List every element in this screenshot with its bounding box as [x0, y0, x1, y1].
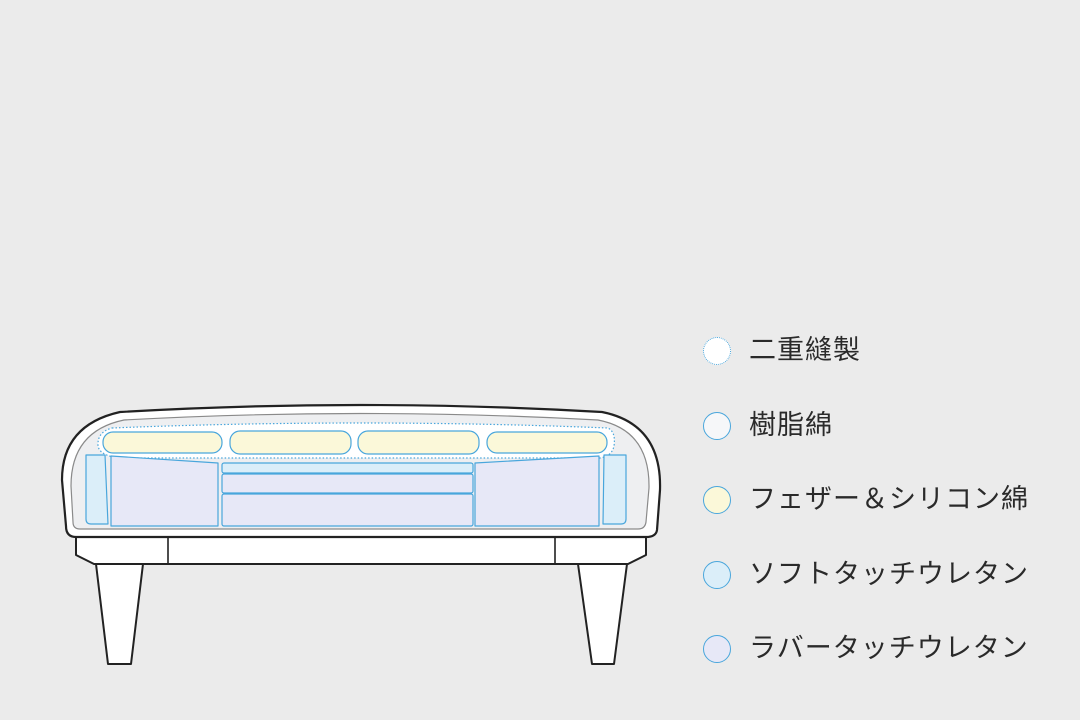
legend-item-rubber-urethane: ラバータッチウレタン	[703, 632, 1073, 707]
rubber-urethane-right-block	[474, 455, 600, 527]
double-stitch-swatch-icon	[703, 337, 731, 365]
double-stitch-line	[97, 422, 615, 459]
feather-cushion-1	[102, 431, 223, 454]
right-leg	[577, 563, 628, 665]
rubber-urethane-center-middle	[221, 473, 474, 494]
legend-label: 樹脂綿	[749, 409, 833, 441]
soft-urethane-center-strip	[221, 462, 474, 474]
left-leg	[95, 563, 144, 665]
left-side-soft-pad	[85, 454, 109, 525]
feather-cushion-3	[357, 430, 480, 455]
base-frame	[75, 536, 647, 565]
legend-item-resin-cotton: 樹脂綿	[703, 409, 1073, 484]
legend-item-soft-urethane: ソフトタッチウレタン	[703, 558, 1073, 633]
soft-urethane-swatch-icon	[703, 560, 731, 589]
feather-cushion-2	[229, 430, 352, 455]
right-side-soft-pad	[602, 454, 627, 525]
rubber-urethane-swatch-icon	[703, 635, 731, 663]
rubber-urethane-center-bottom	[221, 493, 474, 527]
feather-cushion-4	[486, 431, 608, 454]
resin-cotton-swatch-icon	[703, 411, 731, 440]
legend-label: 二重縫製	[749, 335, 861, 366]
rubber-urethane-left-block	[110, 455, 219, 527]
legend: 二重縫製 樹脂綿 フェザー＆シリコン綿 ソフトタッチウレタン ラバータッチウレタ…	[703, 334, 1073, 707]
legend-item-double-stitch: 二重縫製	[703, 334, 1073, 409]
legend-label: ソフトタッチウレタン	[749, 558, 1029, 590]
legend-item-feather-silicone: フェザー＆シリコン綿	[703, 483, 1073, 558]
legend-label: フェザー＆シリコン綿	[749, 484, 1029, 515]
feather-silicone-swatch-icon	[703, 486, 731, 514]
legend-label: ラバータッチウレタン	[749, 633, 1029, 664]
